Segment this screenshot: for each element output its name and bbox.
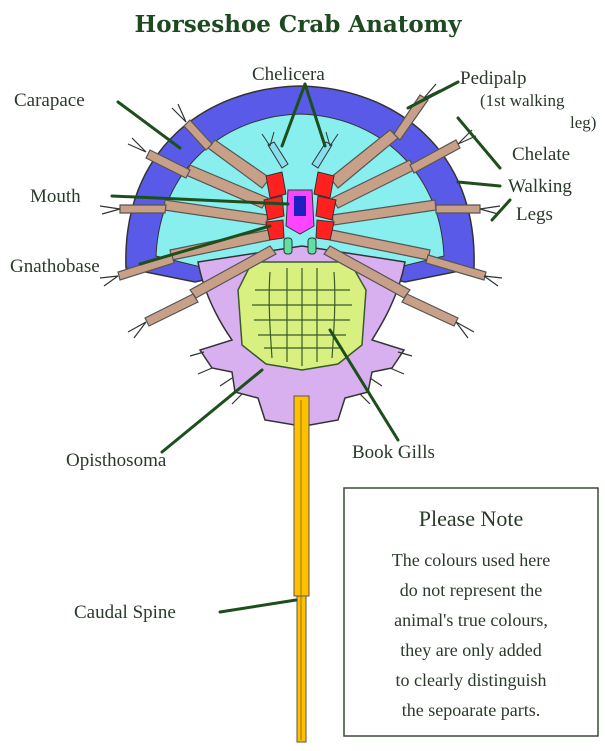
label-mouth: Mouth [30, 186, 81, 207]
label-pedipalp-line2: (1st walking [480, 91, 565, 110]
label-chelicera: Chelicera [252, 64, 325, 85]
mouth-opening [294, 196, 306, 216]
label-chelate: Chelate [512, 144, 570, 165]
pointer-carapace [118, 102, 180, 148]
pointer-chelate-2 [458, 182, 500, 186]
pointer-opisthosoma [162, 370, 262, 452]
note-line: The colours used here [392, 550, 550, 570]
note-line: animal's true colours, [394, 610, 548, 630]
note-line: the sepoarate parts. [402, 700, 540, 720]
pointer-chelate-1 [458, 118, 500, 168]
pointer-pedipalp [408, 82, 458, 108]
note-line: do not represent the [400, 580, 542, 600]
pointer-chelate-3 [492, 200, 510, 220]
label-book-gills: Book Gills [352, 442, 435, 463]
note-line: they are only added [400, 640, 541, 660]
label-carapace: Carapace [14, 90, 85, 111]
diagram-title: Horseshoe Crab Anatomy [135, 11, 463, 38]
label-legs: Legs [516, 204, 553, 225]
label-opisthosoma: Opisthosoma [66, 450, 167, 471]
label-pedipalp: Pedipalp [460, 68, 527, 89]
label-pedipalp-line3: leg) [570, 113, 596, 132]
label-gnathobase: Gnathobase [10, 256, 100, 277]
label-walking: Walking [508, 176, 572, 197]
pointer-caudal-spine [220, 600, 296, 612]
note-title: Please Note [419, 506, 523, 531]
label-caudal-spine: Caudal Spine [74, 602, 176, 623]
note-line: to clearly distinguish [396, 670, 547, 690]
